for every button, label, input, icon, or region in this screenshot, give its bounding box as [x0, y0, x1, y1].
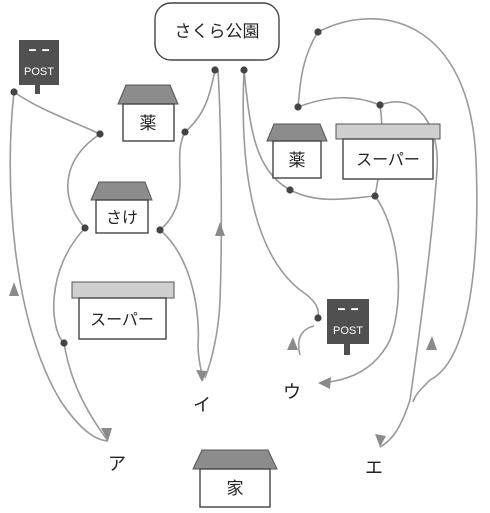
building-box [199, 468, 271, 508]
route-super-to-uu [321, 195, 400, 384]
node [294, 103, 302, 111]
park-outline [154, 2, 280, 61]
routes [9, 18, 478, 448]
post-box-label: POST [24, 66, 54, 78]
post-box-body [327, 299, 369, 344]
home-label: 家 [227, 479, 244, 499]
sake-shop: さけ [90, 181, 153, 234]
node [181, 128, 189, 136]
arrow-up-icon [215, 222, 225, 236]
supermarket-label: スーパー [90, 310, 154, 329]
post-box-stand [344, 343, 350, 355]
roof-icon [117, 84, 179, 105]
endpoint-label-u: ウ [283, 382, 301, 403]
route-endpoint-labels: ア イ ウ エ [108, 382, 383, 479]
arrowheads [9, 222, 437, 447]
post-box-mark: ━ ━ [337, 303, 358, 316]
route-top-right-loop [297, 31, 319, 108]
node [371, 192, 379, 200]
sake-shop-label: さけ [106, 208, 138, 227]
pharmacy-right: 薬 [266, 123, 328, 179]
pharmacy-label: 薬 [140, 114, 157, 134]
pharmacy-left: 薬 [117, 84, 179, 142]
roof-icon [192, 449, 278, 470]
supermarket-label: スーパー [356, 150, 420, 169]
node [96, 130, 104, 138]
pharmacy-label: 薬 [289, 151, 306, 171]
arrow-left-icon [318, 377, 331, 389]
node [376, 101, 384, 109]
building-box [95, 199, 149, 234]
park-label: さくら公園 [175, 22, 260, 42]
park-sakura: さくら公園 [154, 2, 280, 61]
home: 家 [192, 449, 278, 508]
node [240, 66, 248, 74]
route-pharmacy-to-sake [159, 131, 186, 231]
roof-icon [266, 123, 328, 142]
post-box-right: ━ ━ POST [327, 299, 369, 355]
route-park-to-uu [242, 69, 320, 319]
building-box [122, 103, 175, 142]
route-right-arc [379, 101, 439, 448]
awning [335, 123, 441, 140]
roof-icon [90, 181, 153, 201]
node [81, 224, 89, 232]
route-top-right-bridge [297, 96, 381, 108]
endpoint-label-e: エ [365, 458, 383, 479]
awning [71, 281, 175, 299]
arrow-down-icon [375, 434, 386, 447]
route-left-outer [9, 91, 109, 442]
node [286, 186, 294, 194]
supermarket-right: スーパー [335, 123, 441, 180]
route-uu-lower [297, 325, 315, 356]
post-box-mark: ━ ━ [28, 44, 49, 57]
route-post-to-pharmacy [13, 91, 101, 135]
building-box [78, 297, 167, 340]
junction-nodes [10, 28, 384, 347]
building-box [342, 138, 434, 180]
post-box-left: ━ ━ POST [19, 40, 59, 94]
route-outer-right [317, 18, 478, 403]
arrow-down-icon [101, 428, 112, 441]
arrow-up-icon [287, 337, 298, 350]
route-park-center-down [204, 69, 223, 379]
endpoint-label-a: ア [108, 454, 126, 475]
node [314, 28, 322, 36]
node [211, 66, 219, 74]
arrow-up-icon [426, 336, 437, 350]
node [60, 339, 68, 347]
node [156, 226, 164, 234]
building-box [272, 140, 322, 179]
endpoint-label-i: イ [193, 395, 211, 416]
node [314, 314, 322, 322]
arrow-down-icon [196, 370, 207, 382]
supermarket-left: スーパー [71, 281, 175, 340]
post-box-stand [35, 84, 40, 94]
route-park-to-pharmacy [184, 69, 216, 133]
post-box-label: POST [333, 325, 363, 337]
route-left-inner-a [67, 133, 101, 229]
post-box-body [19, 40, 59, 85]
arrow-up-icon [9, 282, 19, 296]
route-sake-down [159, 229, 204, 381]
node [10, 88, 18, 96]
